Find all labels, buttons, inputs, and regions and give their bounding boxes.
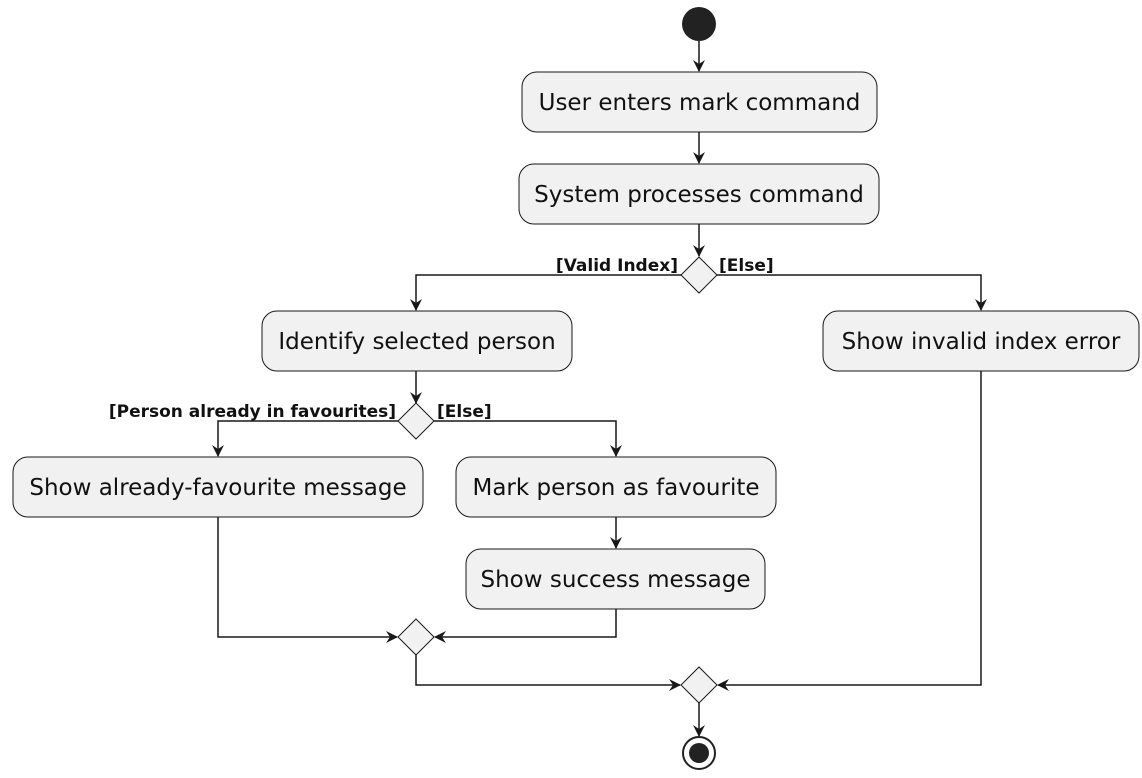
- activity-identify-person: Identify selected person: [261, 310, 573, 372]
- edge-already-to-merge: [217, 517, 398, 643]
- activity-enter-command-label: User enters mark command: [539, 90, 861, 116]
- merge-favourite-branches: [397, 618, 435, 656]
- activity-success-message-label: Show success message: [480, 567, 750, 593]
- activity-enter-command: User enters mark command: [521, 71, 878, 133]
- activity-mark-favourite-label: Mark person as favourite: [472, 475, 759, 501]
- activity-invalid-index-error: Show invalid index error: [822, 310, 1140, 372]
- edges: [212, 41, 987, 737]
- activity-invalid-index-error-label: Show invalid index error: [842, 329, 1121, 355]
- activity-already-favourite-label: Show already-favourite message: [29, 475, 406, 501]
- decision-already-favourite: [397, 402, 435, 440]
- edge-valid-index: [410, 274, 681, 311]
- merge-final: [680, 666, 718, 704]
- guard-valid-index: [Valid Index]: [556, 256, 678, 276]
- activity-mark-favourite: Mark person as favourite: [455, 456, 777, 518]
- activity-identify-person-label: Identify selected person: [278, 329, 555, 355]
- end-node: [682, 736, 716, 770]
- activity-already-favourite: Show already-favourite message: [12, 456, 424, 518]
- activity-process-command-label: System processes command: [534, 182, 864, 208]
- guard-already-in-favourites: [Person already in favourites]: [109, 402, 396, 422]
- guard-favourite-else: [Else]: [437, 402, 492, 422]
- start-node: [682, 7, 716, 41]
- edge-not-favourite: [434, 420, 622, 457]
- edge-merge-to-final-merge: [415, 655, 681, 691]
- guard-index-else: [Else]: [719, 256, 774, 276]
- activity-process-command: System processes command: [518, 163, 880, 225]
- edge-already-favourite: [212, 420, 398, 457]
- activity-success-message: Show success message: [465, 548, 766, 610]
- edge-invalid-index: [717, 274, 987, 311]
- edge-error-to-final-merge: [717, 371, 982, 691]
- edge-success-to-merge: [434, 609, 617, 643]
- decision-valid-index: [680, 256, 718, 294]
